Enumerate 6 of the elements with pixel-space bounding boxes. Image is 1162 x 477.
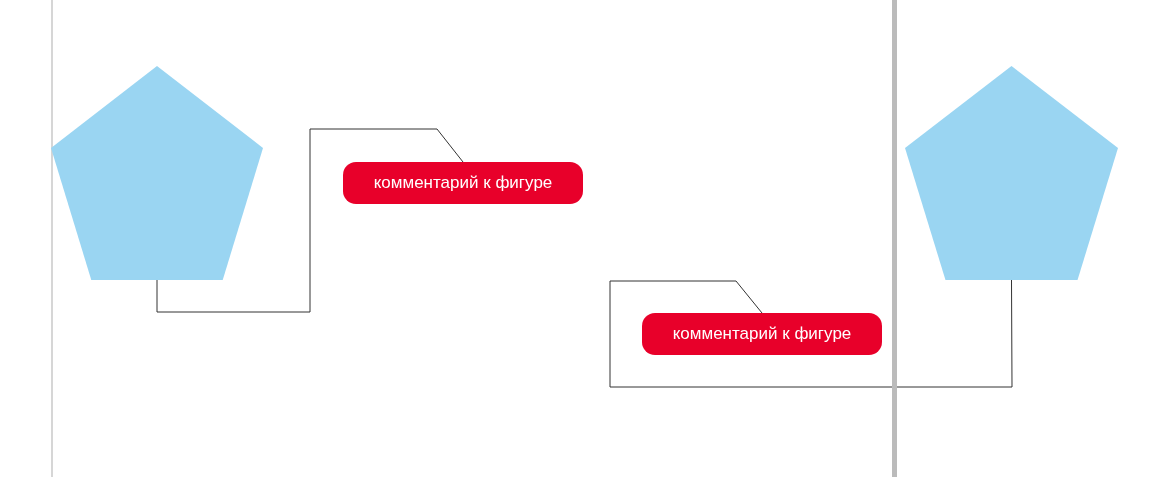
comment-label: комментарий к фигуре (343, 162, 583, 204)
leader-line (156, 128, 464, 313)
pentagon-shape (51, 66, 263, 280)
leader-line (609, 279, 1013, 388)
comment-label: комментарий к фигуре (642, 313, 882, 355)
pentagon-shape (905, 66, 1118, 280)
